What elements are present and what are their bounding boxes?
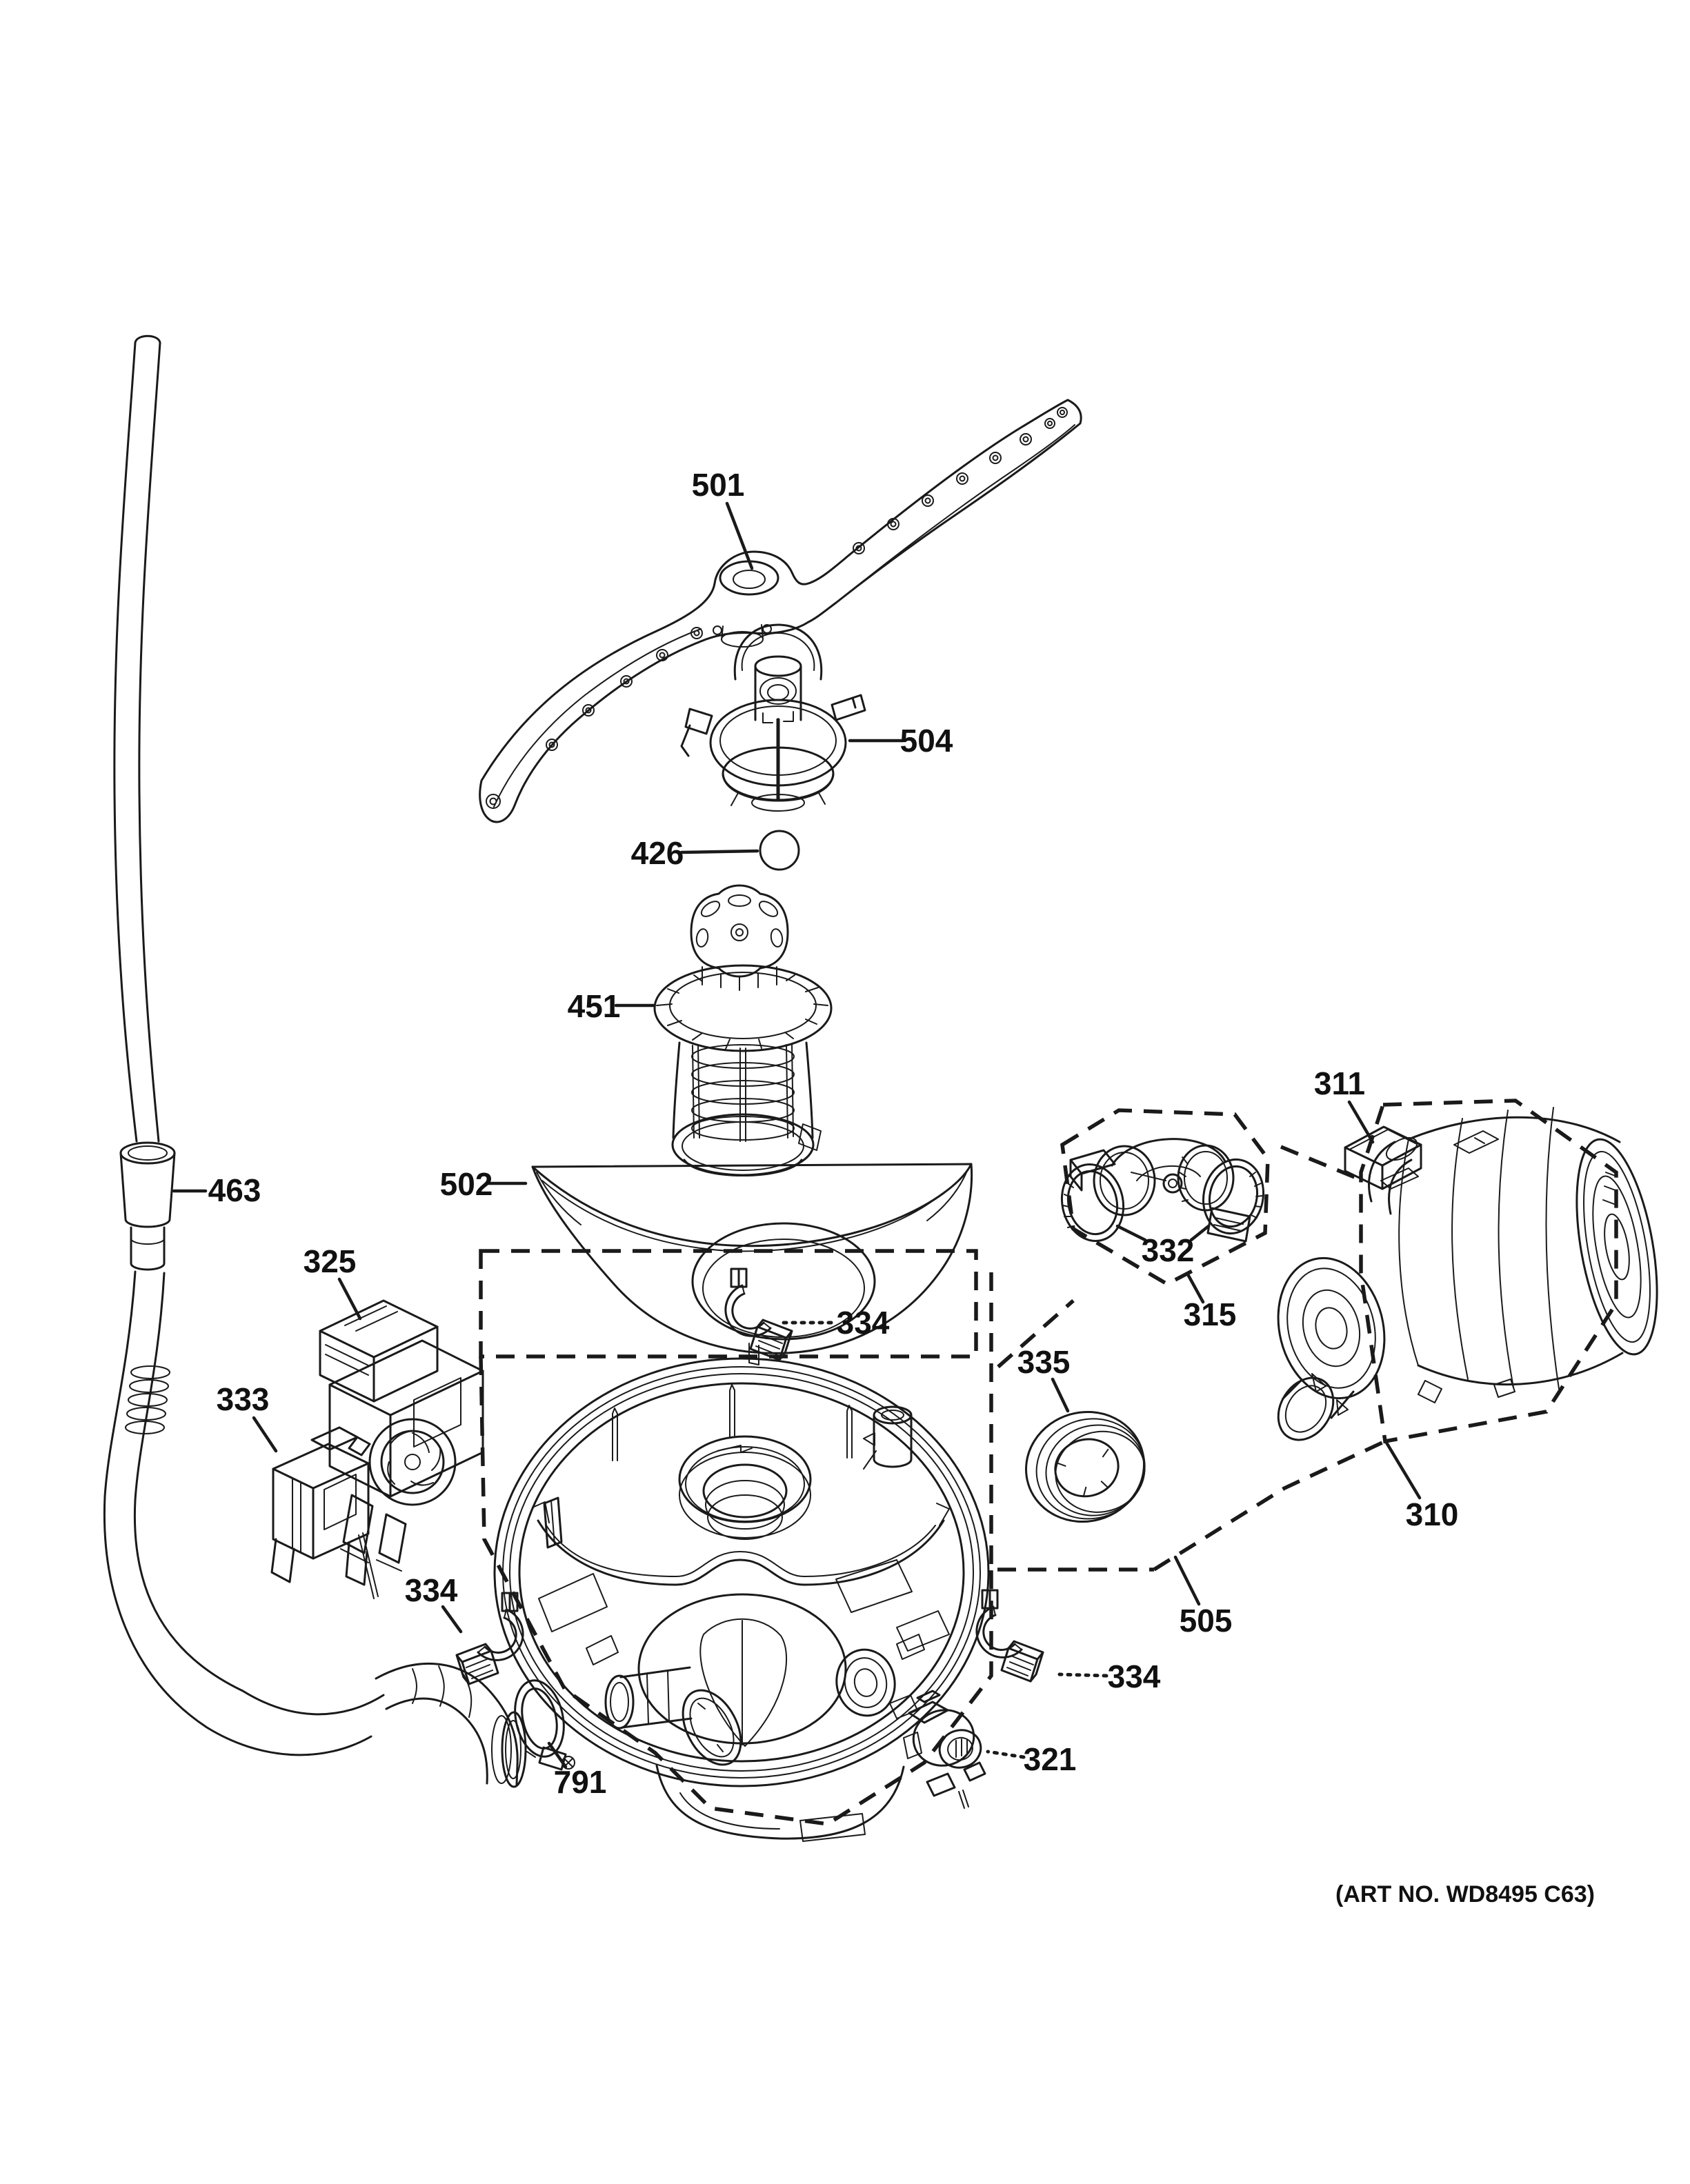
art-number-note: (ART NO. WD8495 C63) <box>1335 1881 1595 1907</box>
callout-501: 501 <box>692 467 745 503</box>
callout-334-top: 334 <box>837 1305 890 1341</box>
drain-pump-325 <box>319 1299 484 1572</box>
cone-deflector-502 <box>531 1163 973 1365</box>
check-ball-426 <box>759 830 800 871</box>
screw-clamp-791 <box>514 1679 575 1771</box>
callout-463: 463 <box>208 1172 261 1208</box>
hose-elbow <box>375 1662 527 1788</box>
callout-334-left: 334 <box>405 1572 458 1608</box>
spray-arm-501 <box>479 399 1082 823</box>
dashed-group-outlines <box>479 1099 1618 1826</box>
drain-hose-463 <box>103 334 527 1788</box>
turbidity-sensor-321 <box>903 1690 986 1809</box>
pump-seal-335 <box>1025 1410 1146 1523</box>
spray-arm-nozzles <box>486 407 1068 809</box>
sump-basin <box>493 1357 990 1842</box>
callout-791: 791 <box>554 1764 607 1800</box>
callout-315: 315 <box>1184 1296 1237 1332</box>
callout-321: 321 <box>1024 1741 1077 1777</box>
filter-assembly-451 <box>653 884 833 1176</box>
elbow-hose-group-332-315 <box>1060 1138 1265 1243</box>
callout-310: 310 <box>1406 1496 1459 1532</box>
callout-311: 311 <box>1314 1065 1365 1101</box>
callout-426: 426 <box>631 835 684 871</box>
flange-ticks <box>656 974 828 1050</box>
callout-335: 335 <box>1017 1344 1071 1380</box>
leader-lines <box>172 501 1422 1769</box>
callout-334-right: 334 <box>1108 1659 1161 1694</box>
callout-labels: 501 504 426 451 502 463 325 333 334 311 … <box>208 467 1459 1800</box>
callout-502: 502 <box>440 1166 493 1202</box>
callout-333: 333 <box>217 1381 270 1417</box>
capacitor-311 <box>1344 1125 1422 1190</box>
callout-332: 332 <box>1142 1232 1195 1268</box>
callout-505: 505 <box>1180 1603 1233 1639</box>
support-hub-504 <box>680 623 866 812</box>
callout-504: 504 <box>900 723 953 759</box>
circulation-motor-310 <box>1277 1107 1658 1441</box>
callout-451: 451 <box>568 988 621 1024</box>
callout-325: 325 <box>304 1243 357 1279</box>
float-switch-333 <box>270 1426 379 1599</box>
